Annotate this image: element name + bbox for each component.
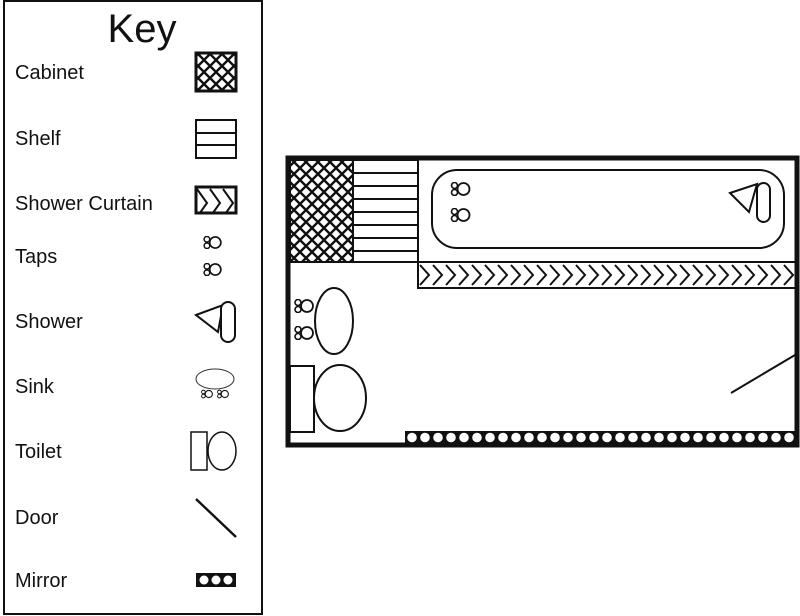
door bbox=[730, 354, 796, 394]
mirror-light bbox=[511, 432, 521, 443]
mirror-light bbox=[771, 432, 781, 443]
bathtub bbox=[431, 169, 785, 249]
mirror-light bbox=[693, 432, 703, 443]
mirror-light bbox=[680, 432, 690, 443]
mirror-light bbox=[719, 432, 729, 443]
room-walls bbox=[285, 155, 800, 448]
mirror-light bbox=[576, 432, 586, 443]
mirror-light bbox=[498, 432, 508, 443]
shower-curtain-icon bbox=[194, 185, 238, 215]
key-label-cabinet: Cabinet bbox=[15, 62, 84, 84]
key-label-mirror: Mirror bbox=[15, 570, 68, 592]
mirror-light bbox=[628, 432, 638, 443]
mirror-light bbox=[524, 432, 534, 443]
mirror-light bbox=[420, 432, 430, 443]
shower-curtain bbox=[417, 261, 798, 289]
mirror-light bbox=[654, 432, 664, 443]
mirror-light bbox=[784, 432, 794, 443]
key-label-toilet: Toilet bbox=[15, 441, 62, 463]
shower-icon bbox=[193, 301, 236, 343]
mirror-light bbox=[758, 432, 768, 443]
mirror-light bbox=[563, 432, 573, 443]
toilet-icon bbox=[190, 431, 237, 471]
key-panel: Key Cabinet Shelf Shower Curtain Taps Sh… bbox=[3, 0, 263, 615]
key-label-taps: Taps bbox=[15, 246, 57, 268]
mirror bbox=[405, 431, 796, 444]
mirror-light bbox=[615, 432, 625, 443]
shower bbox=[728, 182, 771, 223]
mirror-light bbox=[589, 432, 599, 443]
key-title: Key bbox=[108, 7, 177, 51]
mirror-light bbox=[745, 432, 755, 443]
key-label-sink: Sink bbox=[15, 376, 55, 398]
mirror-light bbox=[732, 432, 742, 443]
key-label-shelf: Shelf bbox=[15, 128, 61, 150]
floor-plan bbox=[285, 155, 800, 448]
mirror-light bbox=[459, 432, 469, 443]
sink-icon bbox=[195, 368, 235, 399]
cabinet-icon bbox=[194, 51, 238, 93]
mirror-light bbox=[485, 432, 495, 443]
mirror-light bbox=[433, 432, 443, 443]
mirror-light bbox=[641, 432, 651, 443]
key-label-shower: Shower bbox=[15, 311, 83, 333]
mirror-light bbox=[446, 432, 456, 443]
mirror-light bbox=[407, 432, 417, 443]
mirror-light bbox=[472, 432, 482, 443]
key-label-door: Door bbox=[15, 507, 59, 529]
sink bbox=[314, 287, 354, 355]
mirror-icon bbox=[196, 573, 236, 587]
key-label-shower-curtain: Shower Curtain bbox=[15, 193, 153, 215]
mirror-light bbox=[537, 432, 547, 443]
mirror-light bbox=[667, 432, 677, 443]
mirror-light bbox=[706, 432, 716, 443]
mirror-light bbox=[550, 432, 560, 443]
cabinet bbox=[289, 159, 354, 263]
shelf-icon bbox=[195, 119, 237, 159]
toilet bbox=[289, 364, 367, 433]
mirror-light bbox=[602, 432, 612, 443]
door-icon bbox=[195, 498, 237, 538]
